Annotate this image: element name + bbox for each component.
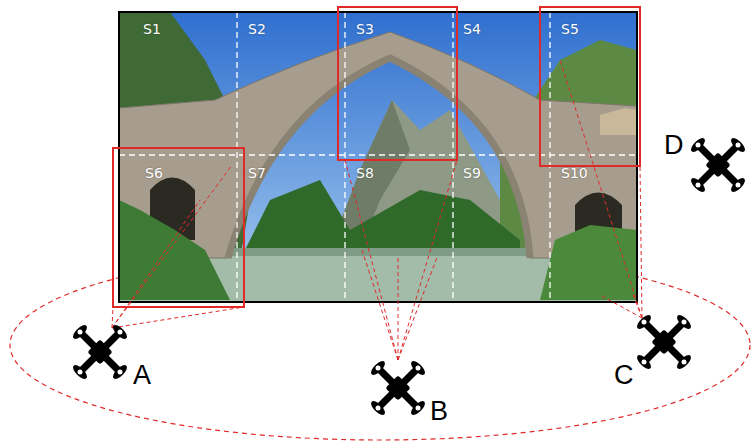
drone-label: A: [133, 362, 151, 389]
drone-label: C: [614, 362, 634, 389]
section-label: S10: [561, 166, 588, 180]
section-label: S1: [143, 22, 161, 36]
section-label: S8: [356, 166, 374, 180]
section-label: S5: [561, 22, 579, 36]
section-label: S6: [145, 166, 163, 180]
section-label: S3: [356, 22, 374, 36]
section-label: S4: [463, 22, 481, 36]
section-label: S2: [248, 22, 266, 36]
drone-label: B: [430, 398, 448, 425]
section-label: S7: [248, 166, 266, 180]
drone-label: D: [664, 132, 684, 159]
section-label: S9: [463, 166, 481, 180]
